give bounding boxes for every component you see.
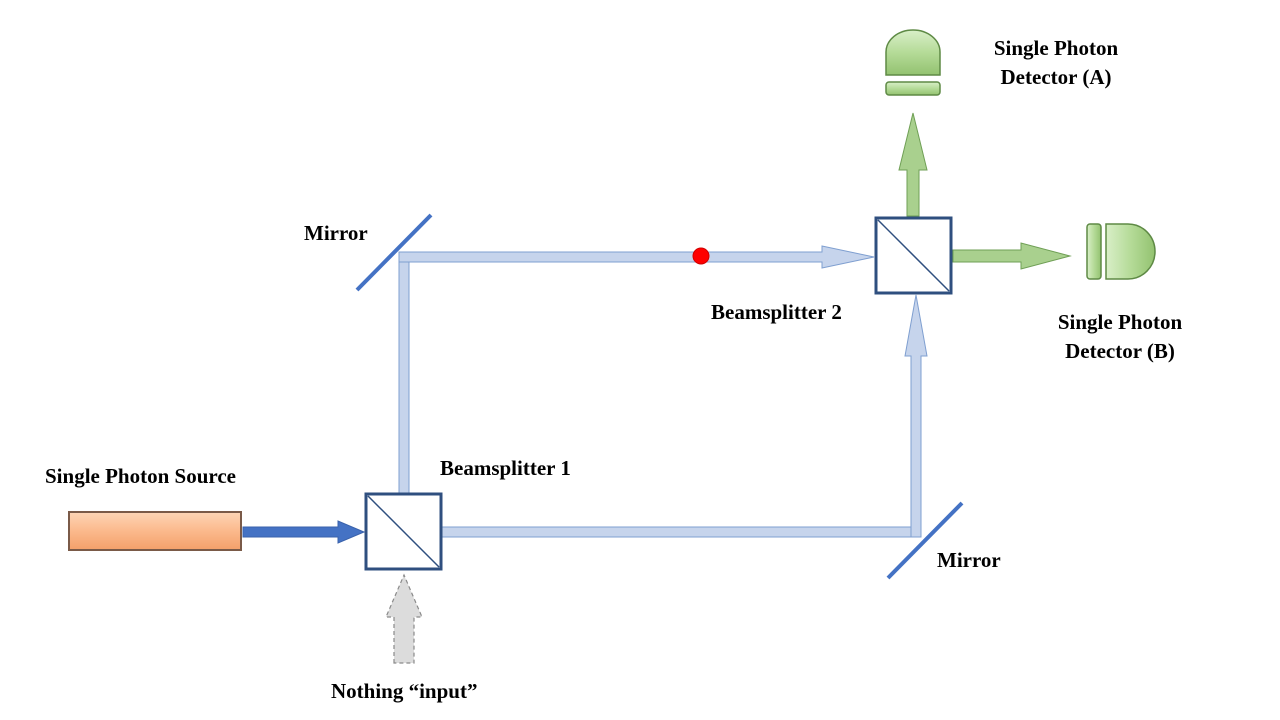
detector-b-label-line1: Single Photon (1057, 310, 1183, 334)
beam-path-upper-horizontal (398, 245, 875, 269)
mirror-bottom (886, 501, 964, 580)
nothing-input-label: Nothing “input” (331, 679, 478, 703)
beamsplitter-1 (364, 492, 443, 571)
mirror-top-label: Mirror (304, 221, 368, 245)
detector-a-icon (885, 29, 941, 96)
output-beam-up (898, 112, 928, 217)
beamsplitter-1-label: Beamsplitter 1 (440, 456, 571, 480)
mirror-bottom-label: Mirror (937, 548, 1001, 572)
output-beam-right (952, 242, 1072, 270)
detector-b-label-line2: Detector (B) (1065, 339, 1175, 363)
beam-path-lower-horizontal (441, 526, 922, 538)
photon-dot (692, 247, 710, 265)
detector-a-label: Single Photon Detector (A) (976, 34, 1136, 92)
beamsplitter-2 (874, 216, 953, 295)
mirror-top (355, 213, 433, 292)
input-beam-arrow (242, 520, 366, 544)
beam-path-lower-vertical (904, 294, 928, 538)
detector-b-icon (1086, 223, 1156, 280)
single-photon-source (68, 511, 242, 551)
beamsplitter-2-label: Beamsplitter 2 (711, 300, 842, 324)
detector-a-label-line2: Detector (A) (1000, 65, 1112, 89)
source-label: Single Photon Source (45, 464, 236, 488)
beam-path-upper-vertical (398, 251, 410, 495)
nothing-input-arrow (385, 573, 423, 664)
detector-a-label-line1: Single Photon (993, 36, 1119, 60)
detector-b-label: Single Photon Detector (B) (1040, 308, 1200, 366)
